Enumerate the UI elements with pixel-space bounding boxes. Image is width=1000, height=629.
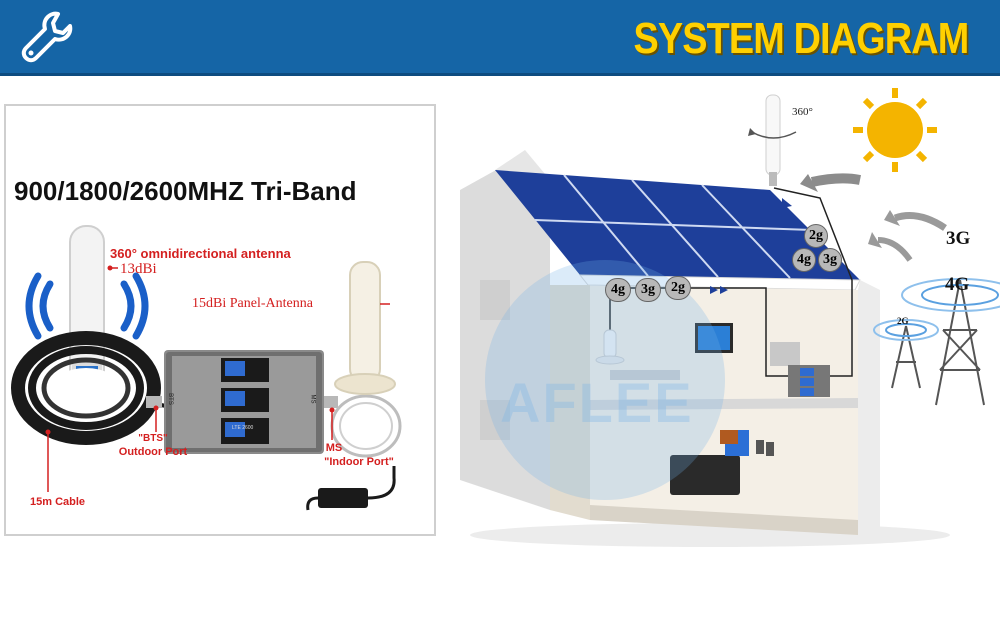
- power-adapter: [306, 466, 396, 511]
- outdoor-band-badge: 4g: [792, 248, 816, 272]
- outdoor-band-badge: 2g: [804, 224, 828, 248]
- booster-screen-label: LTE 2600: [232, 425, 254, 431]
- bts-label: "BTS": [138, 433, 168, 444]
- ms-label: MS: [325, 442, 343, 454]
- indoor-band-badge: 2g: [665, 276, 691, 300]
- wrench-icon: [21, 11, 73, 63]
- cable-coil: [11, 331, 161, 445]
- panel-antenna: [334, 261, 396, 395]
- product-panel: 900/1800/2600MHZ Tri-Band: [4, 104, 436, 536]
- page-title: SYSTEM DIAGRAM: [633, 14, 969, 63]
- house-illustration: [460, 88, 1000, 547]
- tower-label-4g: 4G: [945, 274, 970, 295]
- cell-tower-4g-icon: [901, 278, 1000, 406]
- tower-label-2g: 2G: [897, 316, 909, 326]
- signal-booster: [164, 350, 324, 454]
- booster-bts-side-label: BTS: [166, 393, 173, 405]
- outdoor-band-badge: 3g: [818, 248, 842, 272]
- sun-icon: [853, 88, 937, 172]
- system-diagram: 2g 4g 3g 4g 3g 2g 360° 3G 4G 2G AFLEE: [440, 80, 1000, 550]
- indoor-band-badge: 4g: [605, 278, 631, 302]
- panel-antenna-label: 15dBi Panel-Antenna: [192, 296, 313, 311]
- omni-antenna-label: 360° omnidirectional antenna: [110, 246, 291, 261]
- signal-waves-icon: [25, 272, 149, 340]
- rotation-label: 360°: [792, 106, 813, 118]
- booster-ms-side-label: MS: [309, 394, 316, 404]
- watermark: AFLEE: [500, 371, 694, 434]
- omni-gain-label: 13dBi: [120, 261, 157, 277]
- outdoor-port-label: Outdoor Port: [118, 446, 188, 458]
- cable-label: 15m Cable: [30, 496, 86, 508]
- indoor-band-badge: 3g: [635, 278, 661, 302]
- product-illustration: [11, 225, 402, 511]
- header-bar: SYSTEM DIAGRAM: [0, 0, 1000, 76]
- indoor-port-label: "Indoor Port": [324, 456, 394, 468]
- product-title: 900/1800/2600MHZ Tri-Band: [14, 176, 357, 206]
- tower-label-3g: 3G: [946, 228, 971, 249]
- cell-tower-2g-icon: [873, 319, 939, 389]
